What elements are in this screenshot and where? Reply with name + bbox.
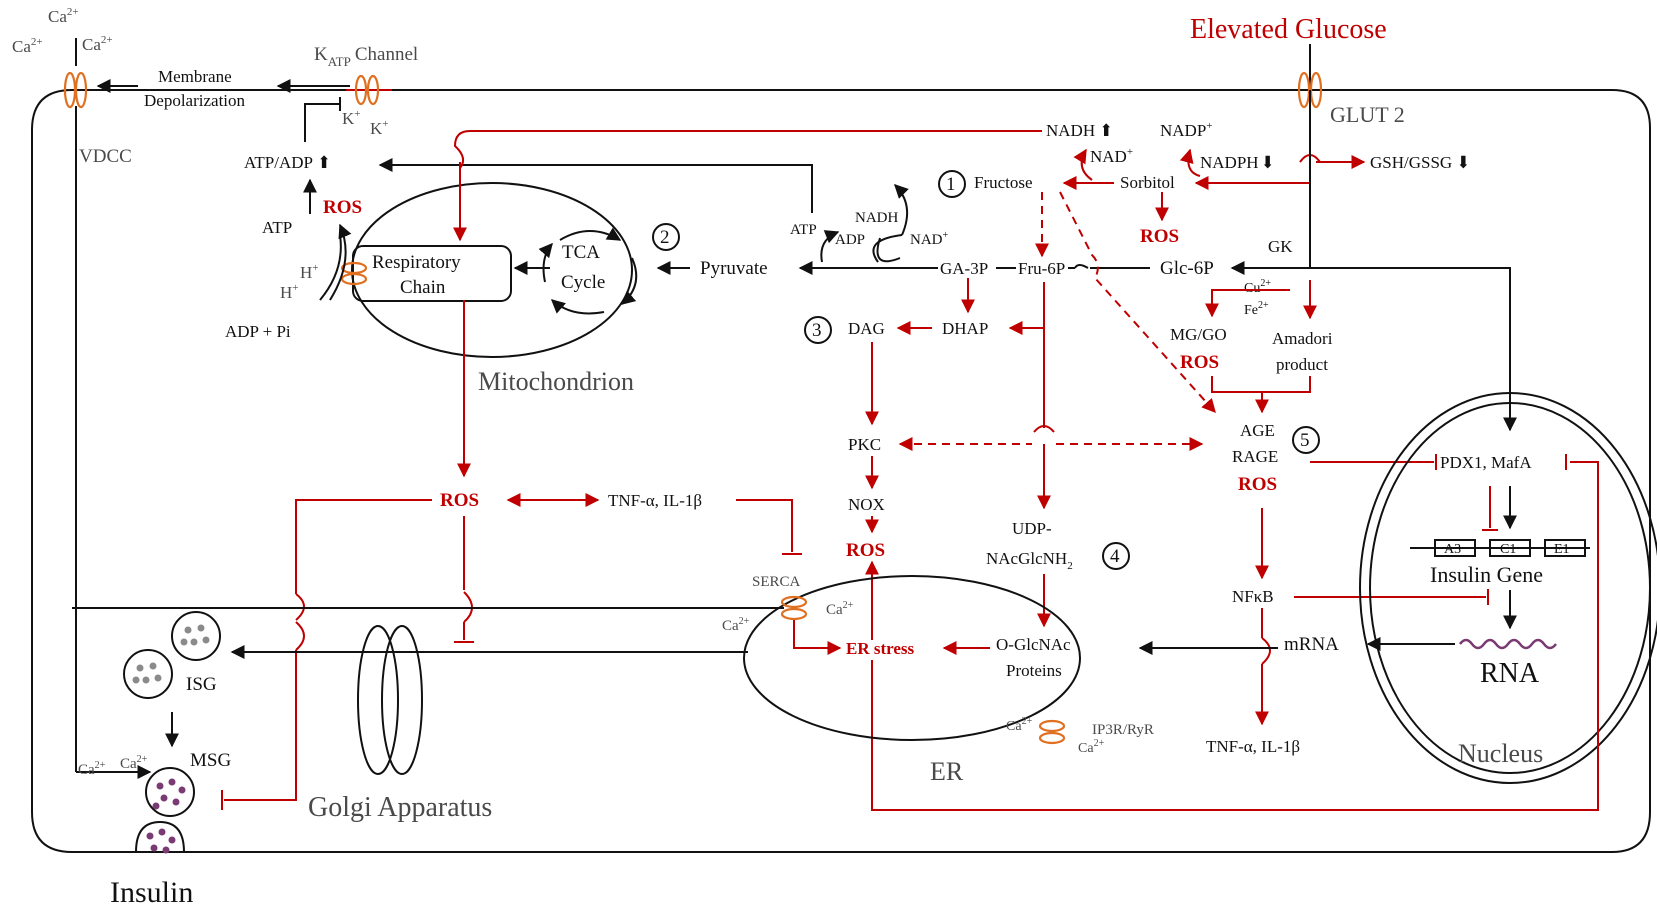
number-4: 4 (1110, 546, 1120, 567)
fructose-label: Fructose (974, 173, 1033, 192)
nucleus-label: Nucleus (1458, 739, 1543, 768)
glc6p-label: Glc-6P (1160, 258, 1214, 279)
cycle-label: Cycle (561, 272, 605, 293)
k-label-1: K+ (342, 108, 361, 128)
number-1: 1 (946, 174, 956, 195)
sorbitol-label: Sorbitol (1120, 173, 1175, 192)
atp-adp-ratio-label: ATP/ADP⬆ (244, 153, 331, 172)
oglcnac-label-2: Proteins (1006, 661, 1062, 680)
rna-label: RNA (1480, 658, 1540, 689)
amadori-label-2: product (1276, 355, 1328, 374)
ros-age-label: ROS (1238, 474, 1277, 495)
ip3r-label: IP3R/RyR (1092, 722, 1154, 738)
nucleus-outer (1360, 393, 1657, 783)
ip3r-channel-icon (1040, 721, 1064, 743)
ca-msg-2: Ca2+ (120, 754, 148, 772)
er-stress-label: ER stress (846, 639, 915, 658)
nad-label: NAD+ (1090, 146, 1133, 166)
age-label: AGE (1240, 421, 1275, 440)
nadph-label: NADPH⬇ (1200, 153, 1275, 172)
isg-label: ISG (186, 674, 217, 695)
oglcnac-label-1: O-GlcNAc (996, 635, 1071, 654)
ca-label-top: Ca2+ (48, 6, 79, 26)
mitochondrion-label: Mitochondrion (478, 367, 634, 396)
title-elevated-glucose: Elevated Glucose (1190, 14, 1387, 45)
nadh-up-label: NADH⬆ (1046, 121, 1113, 140)
ca-ip3r-out: Ca2+ (1078, 738, 1105, 756)
ca-label-left: Ca2+ (12, 36, 43, 56)
membrane-label: Membrane (158, 67, 232, 86)
number-5: 5 (1300, 430, 1310, 451)
nad-label-small: NAD+ (910, 230, 949, 248)
rage-label: RAGE (1232, 447, 1278, 466)
tnf-label-center: TNF-α, IL-1β (608, 491, 702, 510)
chain-label: Chain (400, 277, 446, 298)
pkc-label: PKC (848, 435, 881, 454)
vdcc-label: VDCC (79, 146, 132, 167)
ros-center-label: ROS (440, 490, 479, 511)
glut2-label: GLUT 2 (1330, 102, 1405, 127)
adp-label-small: ADP (835, 232, 865, 248)
dhap-label: DHAP (942, 319, 988, 338)
ros-mito-label: ROS (323, 197, 362, 218)
atp-label-left: ATP (262, 218, 292, 237)
h-label-1: H+ (300, 262, 319, 282)
mrna-label: mRNA (1284, 634, 1339, 655)
ca-serca-out: Ca2+ (722, 616, 750, 634)
atp-label-small: ATP (790, 222, 817, 238)
insulin-gene-label: Insulin Gene (1430, 562, 1543, 587)
amadori-label-1: Amadori (1272, 329, 1333, 348)
cell-membrane (32, 90, 1650, 852)
cu-label: Cu2+ (1244, 278, 1271, 296)
pyruvate-label: Pyruvate (700, 258, 768, 279)
msg-label: MSG (190, 750, 231, 771)
gk-label: GK (1268, 237, 1293, 256)
nox-label: NOX (848, 495, 885, 514)
fe-label: Fe2+ (1244, 300, 1269, 318)
tca-label: TCA (562, 242, 600, 263)
ros-mggo-label: ROS (1180, 352, 1219, 373)
tnf-label-right: TNF-α, IL-1β (1206, 737, 1300, 756)
udp-label-1: UDP- (1012, 519, 1052, 538)
pdx-label: PDX1, MafA (1440, 453, 1532, 472)
dag-label: DAG (848, 319, 885, 338)
serca-label: SERCA (752, 574, 801, 590)
rna-wave-icon (1460, 640, 1556, 648)
nfkb-label: NFκB (1232, 587, 1274, 606)
gsh-label: GSH/GSSG⬇ (1370, 153, 1470, 172)
a3-label: A3 (1444, 542, 1461, 557)
ca-ip3r-in: Ca2+ (1006, 716, 1033, 734)
respiratory-label: Respiratory (372, 252, 461, 273)
golgi-apparatus-icon (358, 626, 422, 774)
ca-label-right: Ca2+ (82, 34, 113, 54)
insulin-label: Insulin (110, 876, 193, 909)
number-3: 3 (812, 320, 822, 341)
ca-msg-1: Ca2+ (78, 760, 106, 778)
depolarization-label: Depolarization (144, 91, 246, 110)
h-label-2: H+ (280, 282, 299, 302)
ros-nox-label: ROS (846, 540, 885, 561)
fru6p-label: Fru-6P (1018, 259, 1065, 278)
number-2: 2 (660, 227, 670, 248)
er-label: ER (930, 757, 964, 786)
golgi-label: Golgi Apparatus (308, 792, 492, 823)
e1-label: E1 (1554, 542, 1570, 557)
nadh-label-small: NADH (855, 210, 898, 226)
ga3p-label: GA-3P (940, 259, 988, 278)
nadp-label: NADP+ (1160, 120, 1213, 140)
ca-serca-in: Ca2+ (826, 600, 854, 618)
k-label-2: K+ (370, 118, 389, 138)
mggo-label: MG/GO (1170, 325, 1227, 344)
adp-pi-label: ADP + Pi (225, 322, 291, 341)
udp-label-2: NAcGlcNH2 (986, 549, 1073, 572)
ros-sorbitol-label: ROS (1140, 226, 1179, 247)
insulin-secretion-icon (136, 822, 184, 854)
c1-label: C1 (1500, 542, 1516, 557)
msg-vesicle-icon (146, 768, 194, 816)
